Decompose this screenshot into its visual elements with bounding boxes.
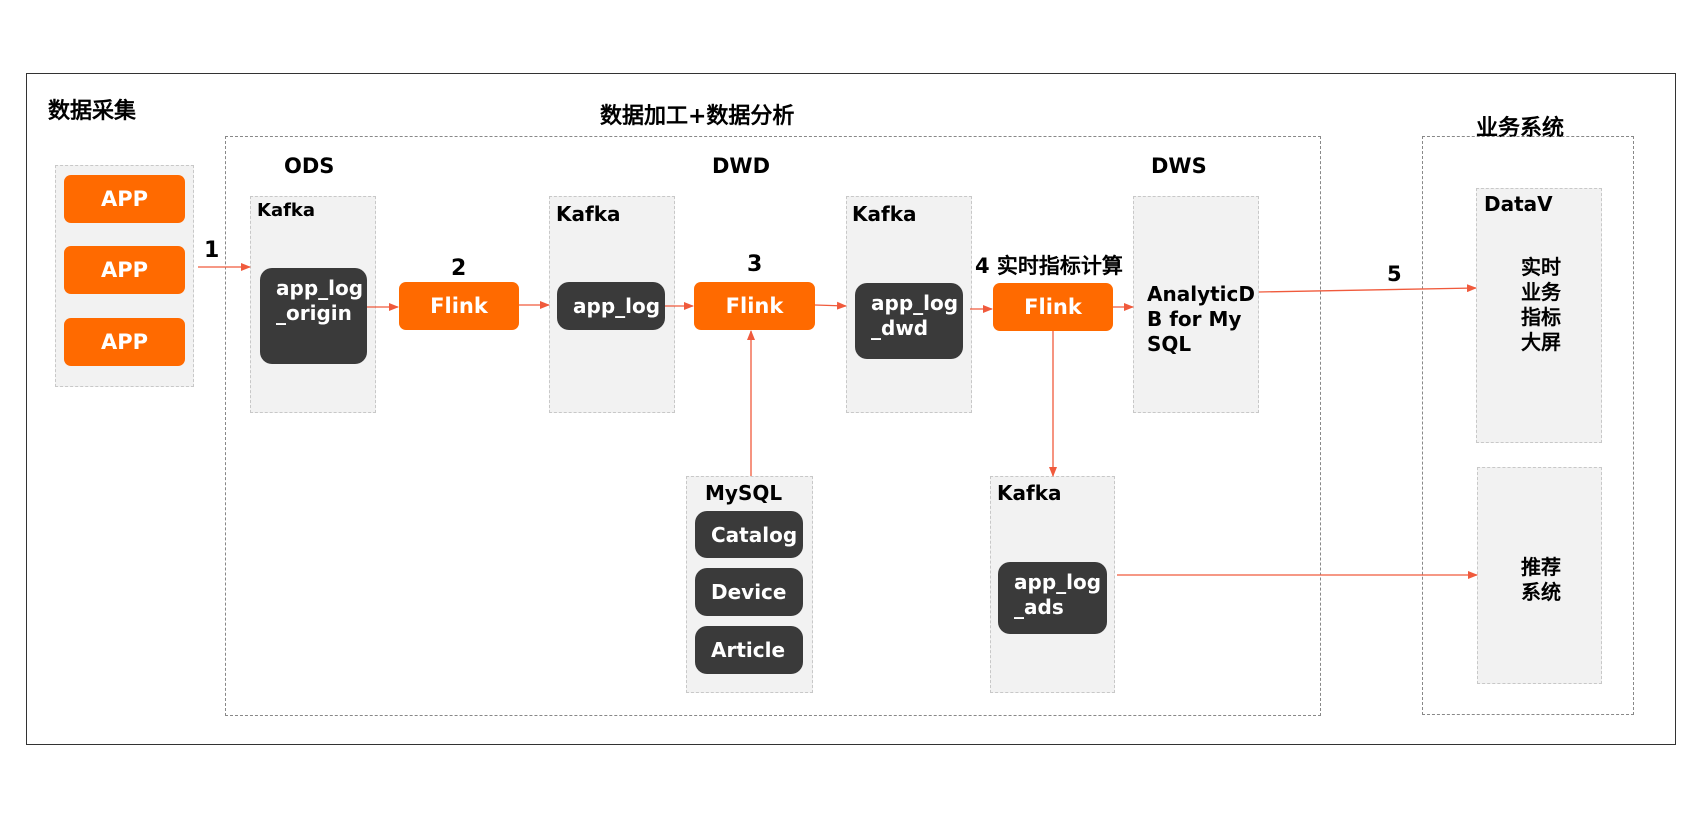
app-log-dwd-node: app_log_dwd [855, 283, 963, 359]
analyticdb-node: AnalyticDB for MySQL [1147, 282, 1255, 356]
article-node: Article [695, 626, 803, 674]
kafka-ads-label: Kafka [997, 481, 1062, 505]
layer-label-dwd: DWD [712, 154, 771, 178]
app-node: APP [64, 318, 185, 366]
section-title-processing: 数据加工+数据分析 [600, 104, 795, 129]
kafka-dwd-label: Kafka [556, 202, 621, 226]
outer-frame [26, 73, 1676, 745]
section-title-collection: 数据采集 [48, 99, 137, 124]
device-node: Device [695, 568, 803, 616]
datav-label: DataV [1484, 192, 1553, 216]
kafka-ods-label: Kafka [257, 200, 316, 221]
step-label-2: 2 [451, 256, 467, 281]
dws-panel [1133, 196, 1259, 413]
step-label-1: 1 [204, 238, 220, 263]
recommend-node: 推荐系统 [1521, 555, 1561, 604]
arrow-dws-to-datav [1258, 284, 1477, 293]
layer-label-ods: ODS [284, 154, 335, 178]
app-node: APP [64, 175, 185, 223]
step-label-3: 3 [747, 252, 763, 277]
business-group [1422, 136, 1634, 715]
app-node: APP [64, 246, 185, 294]
app-log-ads-node: app_log_ads [998, 562, 1107, 634]
arrow-flink2-to-kafka3 [814, 301, 847, 310]
step-label-5: 5 [1387, 262, 1402, 286]
dashboard-node: 实时业务指标大屏 [1521, 255, 1561, 354]
kafka-dwd2-label: Kafka [852, 202, 917, 226]
datav-panel [1476, 188, 1602, 443]
processing-group [225, 136, 1321, 716]
catalog-node: Catalog [695, 511, 803, 558]
app-log-node: app_log [557, 282, 665, 330]
flink-node-3: Flink [993, 283, 1113, 331]
app-log-origin-node: app_log_origin [260, 268, 367, 364]
layer-label-dws: DWS [1151, 154, 1207, 178]
flink-node-2: Flink [694, 282, 815, 330]
mysql-label: MySQL [705, 481, 783, 505]
flink-node-1: Flink [399, 282, 519, 330]
step-label-4: 4 实时指标计算 [975, 254, 1123, 278]
